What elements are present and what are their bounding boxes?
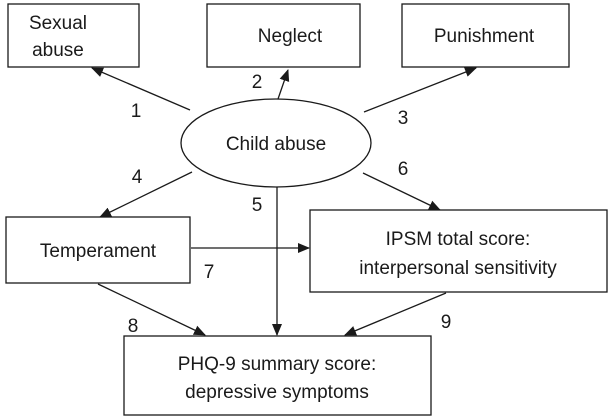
node-phq9-line2: depressive symptoms <box>185 382 369 403</box>
node-ipsm-line2: interpersonal sensitivity <box>359 258 557 279</box>
node-punishment-label: Punishment <box>434 26 535 47</box>
node-ipsm-line1: IPSM total score: <box>386 229 531 250</box>
edge-label-4: 4 <box>132 167 143 188</box>
node-child-abuse: Child abuse <box>180 98 372 188</box>
node-neglect: Neglect <box>206 3 361 68</box>
node-neglect-label: Neglect <box>258 26 323 47</box>
node-temperament-label: Temperament <box>40 241 157 262</box>
node-temperament: Temperament <box>5 216 191 284</box>
node-child-abuse-label: Child abuse <box>226 134 326 155</box>
node-phq9-line1: PHQ-9 summary score: <box>178 354 376 375</box>
edge-label-5: 5 <box>252 195 263 216</box>
edge-label-9: 9 <box>441 312 452 333</box>
node-sexual-abuse: Sexual abuse <box>7 3 140 68</box>
edge-label-2: 2 <box>252 72 263 93</box>
edge-3-child-abuse-to-punishment <box>363 67 477 113</box>
node-sexual-abuse-line2: abuse <box>32 40 84 61</box>
edge-label-1: 1 <box>131 101 142 122</box>
node-sexual-abuse-line1: Sexual <box>29 13 87 34</box>
edge-2-child-abuse-to-neglect <box>277 69 290 100</box>
node-punishment: Punishment <box>401 3 570 68</box>
edge-label-8: 8 <box>128 316 139 337</box>
edge-9-ipsm-to-phq9 <box>344 292 447 336</box>
node-phq9: PHQ-9 summary score: depressive symptoms <box>123 335 432 416</box>
edge-label-6: 6 <box>398 159 409 180</box>
edge-label-7: 7 <box>204 262 215 283</box>
edge-1-child-abuse-to-sexual-abuse <box>91 67 191 111</box>
edge-4-child-abuse-to-temperament <box>99 171 193 218</box>
edge-8-temperament-to-phq9 <box>97 283 206 336</box>
edge-6-child-abuse-to-ipsm <box>362 172 441 211</box>
node-ipsm: IPSM total score: interpersonal sensitiv… <box>309 209 608 293</box>
edge-label-3: 3 <box>398 108 409 129</box>
